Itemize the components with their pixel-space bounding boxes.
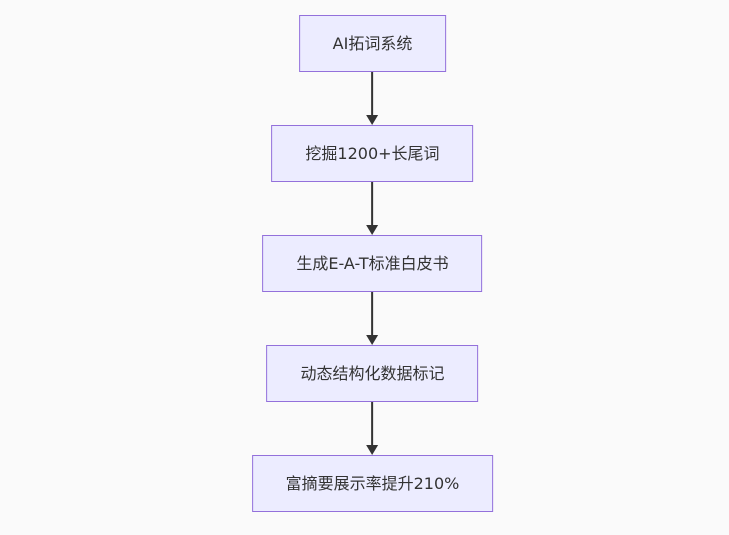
flow-node: 动态结构化数据标记 [266,345,479,402]
flow-edge [366,292,379,345]
flow-node-label: 富摘要展示率提升210% [285,474,460,493]
edge-line [371,182,374,225]
edge-line [371,292,374,335]
flow-edge [366,72,379,125]
flow-node-label: 生成E-A-T标准白皮书 [296,254,449,273]
flow-node: 挖掘1200+长尾词 [271,125,474,182]
flow-node-label: 动态结构化数据标记 [300,364,445,383]
flow-node-label: 挖掘1200+长尾词 [305,144,440,163]
flow-node: 生成E-A-T标准白皮书 [262,235,483,292]
arrowhead-icon [366,225,379,235]
arrowhead-icon [366,335,379,345]
arrowhead-icon [366,115,379,125]
flow-node: 富摘要展示率提升210% [251,455,494,512]
arrowhead-icon [366,445,379,455]
flow-edge [366,182,379,235]
flow-edge [366,402,379,455]
flow-node-label: AI拓词系统 [332,34,413,53]
edge-line [371,402,374,445]
edge-line [371,72,374,115]
flow-node: AI拓词系统 [298,15,447,72]
flowchart: AI拓词系统 挖掘1200+长尾词 生成E-A-T标准白皮书 动态结构化数据标记… [251,15,494,512]
